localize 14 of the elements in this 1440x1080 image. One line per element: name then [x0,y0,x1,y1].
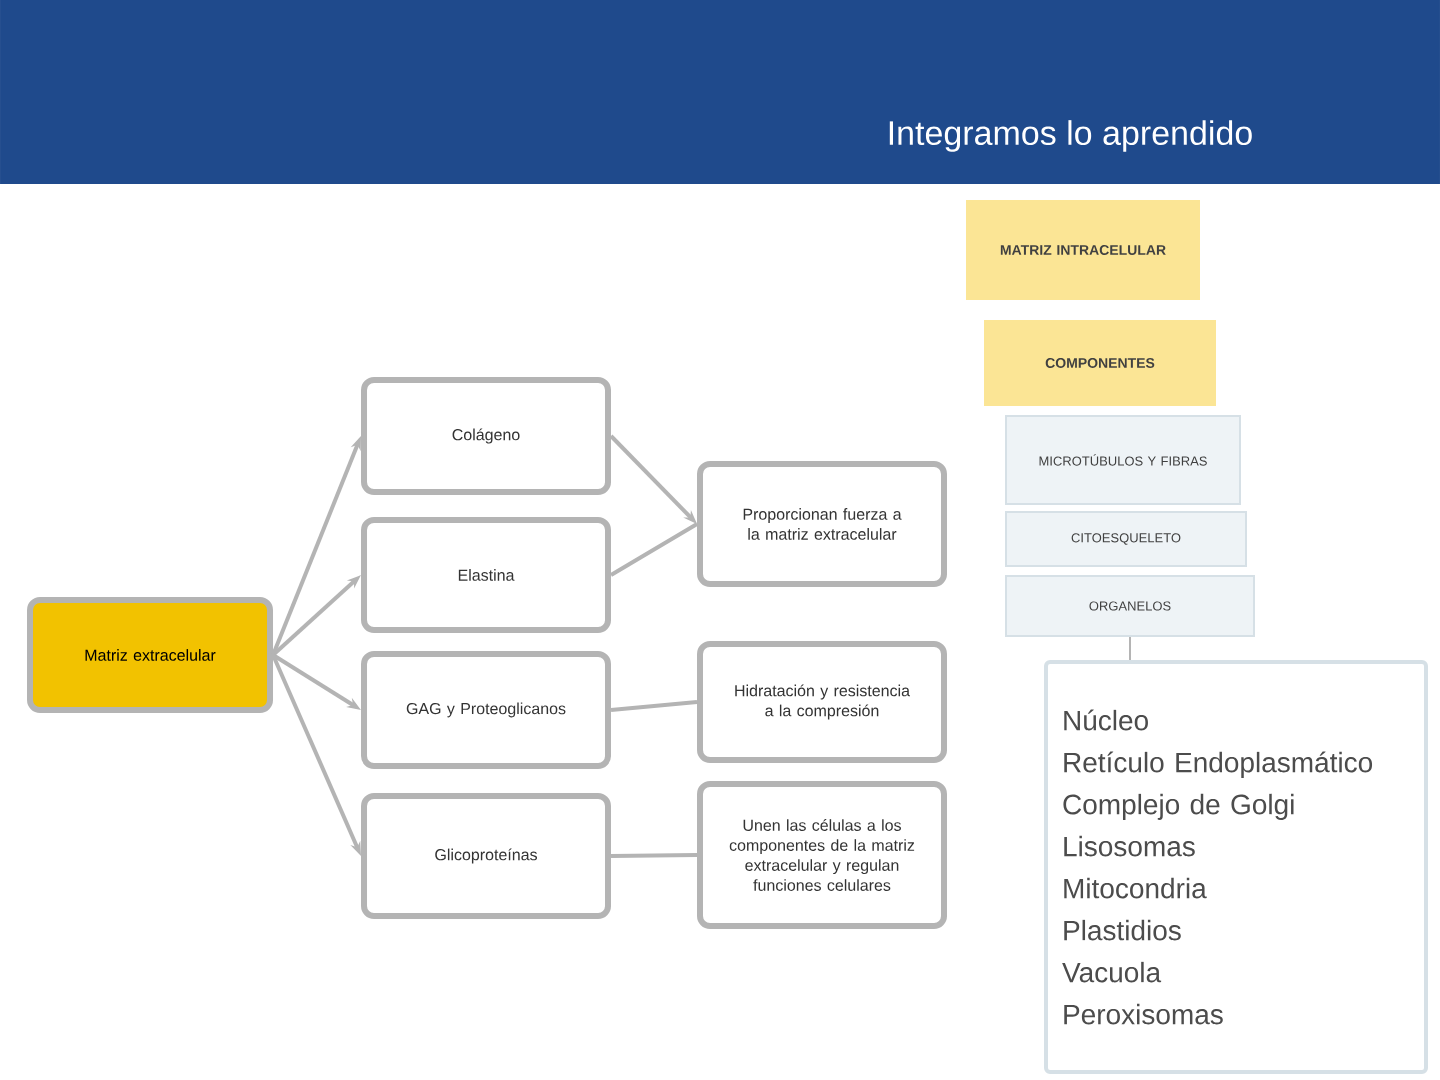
slide-title: Integramos lo aprendido [889,120,1252,152]
concept-box: Elastina [361,517,611,633]
connector [1129,635,1131,661]
connector [611,852,698,858]
connector [610,522,699,577]
concept-box: Colágeno [361,376,611,495]
main-concept-box: Matriz extracelular [27,597,273,713]
concept-box: GAG y Proteoglicanos [361,650,611,769]
concept-box: Glicoproteínas [361,792,611,919]
concept-box: Unen las células a los componentes de la matriz extracelular y regulan funciones celulares [697,780,947,929]
organelle-list-box: Núcleo Retículo Endoplasmático Complejo de Golgi Lisosomas Mitocondria Plastidios Vacuola Peroxisomas [1044,659,1428,1074]
connector [610,699,698,712]
concept-box: Hidratación y resistencia a la compresión [697,641,947,763]
concept-box: Proporcionan fuerza a la matriz extracelular [697,460,947,587]
